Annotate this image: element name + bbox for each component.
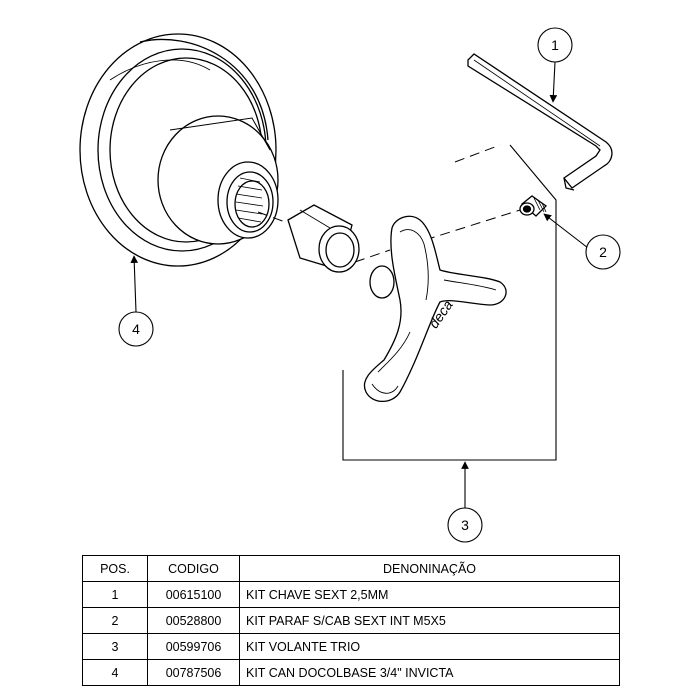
cell-code: 00615100 <box>147 581 240 608</box>
cell-code: 00787506 <box>147 659 240 686</box>
callout-circle-1 <box>537 27 573 63</box>
cell-pos: 2 <box>82 607 148 634</box>
leader-line-2 <box>543 213 589 249</box>
axis-line <box>257 144 521 263</box>
callout-circle-2 <box>585 234 621 270</box>
callout-number-4: 4 <box>132 321 140 337</box>
header-pos: POS. <box>82 555 148 582</box>
cell-code: 00599706 <box>147 633 240 660</box>
callout-number-3: 3 <box>461 517 469 533</box>
cell-name: KIT VOLANTE TRIO <box>239 633 620 660</box>
callout-circle-3 <box>447 507 483 543</box>
cell-pos: 1 <box>82 581 148 608</box>
cell-pos: 4 <box>82 659 148 686</box>
trio-handle-icon: deca <box>363 215 507 403</box>
parts-table: POS. CODIGO DENONINAÇÃO 1 00615100 KIT C… <box>82 555 620 686</box>
set-screw-icon <box>519 195 548 217</box>
canopy-base-icon <box>79 33 279 267</box>
table-row: 3 00599706 KIT VOLANTE TRIO <box>82 633 620 660</box>
leader-line-1 <box>549 61 558 103</box>
header-code: CODIGO <box>147 555 240 582</box>
cell-pos: 3 <box>82 633 148 660</box>
callout-number-2: 2 <box>599 244 607 260</box>
header-name: DENONINAÇÃO <box>239 555 620 582</box>
table-row: 2 00528800 KIT PARAF S/CAB SEXT INT M5X5 <box>82 607 620 634</box>
exploded-view-diagram: deca 1 2 3 4 <box>79 27 621 543</box>
cell-name: KIT CHAVE SEXT 2,5MM <box>239 581 620 608</box>
sleeve-icon <box>287 204 360 273</box>
hex-key-icon <box>467 53 613 191</box>
table-row: 4 00787506 KIT CAN DOCOLBASE 3/4" INVICT… <box>82 659 620 686</box>
bracket-line <box>342 144 557 461</box>
leader-line-4 <box>130 255 139 313</box>
cell-code: 00528800 <box>147 607 240 634</box>
table-row: 1 00615100 KIT CHAVE SEXT 2,5MM <box>82 581 620 608</box>
cell-name: KIT CAN DOCOLBASE 3/4" INVICTA <box>239 659 620 686</box>
cell-name: KIT PARAF S/CAB SEXT INT M5X5 <box>239 607 620 634</box>
table-header-row: POS. CODIGO DENONINAÇÃO <box>82 555 620 582</box>
callout-circle-4 <box>118 311 154 347</box>
callout-number-1: 1 <box>551 37 559 53</box>
